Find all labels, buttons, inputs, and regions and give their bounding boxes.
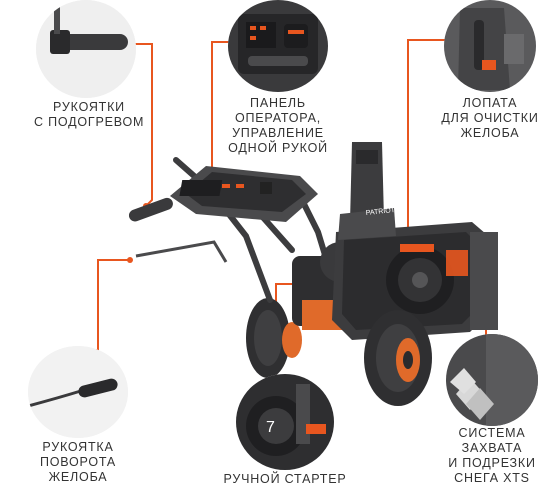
heated-grip	[128, 197, 173, 222]
brand-logo: PATRIOT	[365, 207, 396, 217]
detail-chute-shovel	[444, 0, 536, 92]
left-tire	[246, 298, 302, 378]
detail-xts-system	[446, 334, 538, 426]
detail-manual-starter: 7	[236, 374, 334, 470]
dot-chute-handle	[127, 257, 133, 263]
label-heated-handles: РУКОЯТКИ С ПОДОГРЕВОМ	[34, 100, 145, 129]
label-xts-system: СИСТЕМА ЗАХВАТА И ПОДРЕЗКИ СНЕГА XTS	[448, 426, 536, 485]
chute: PATRIOT	[338, 142, 396, 240]
operator-panel-shape	[170, 166, 318, 222]
label-operator-panel: ПАНЕЛЬ ОПЕРАТОРА, УПРАВЛЕНИЕ ОДНОЙ РУКОЙ	[228, 96, 328, 155]
starter-badge: 7	[266, 419, 275, 436]
label-manual-starter: РУЧНОЙ СТАРТЕР	[223, 472, 347, 486]
detail-chute-handle	[28, 346, 128, 438]
line-chute-shovel	[407, 39, 448, 244]
detail-heated-handles	[36, 0, 136, 98]
line-heated-handles	[120, 43, 153, 207]
label-chute-handle: РУКОЯТКА ПОВОРОТА ЖЕЛОБА	[39, 440, 117, 484]
right-tire	[364, 310, 432, 406]
detail-operator-panel	[228, 0, 328, 92]
auger-housing	[332, 222, 486, 340]
label-chute-shovel: ЛОПАТА ДЛЯ ОЧИСТКИ ЖЕЛОБА	[441, 96, 539, 140]
